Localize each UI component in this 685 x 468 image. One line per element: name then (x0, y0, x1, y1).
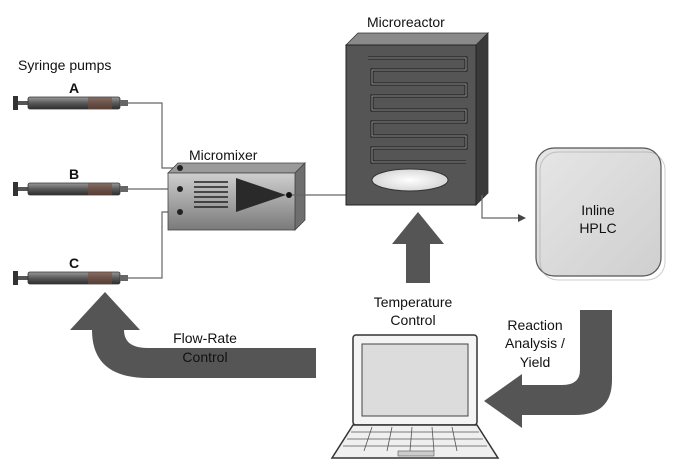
reaction-analysis-arrow (484, 310, 612, 428)
hplc-label-line2: HPLC (579, 220, 616, 236)
analysis-label-line1: Reaction (507, 317, 562, 333)
flowrate-label-line1: Flow-Rate (173, 330, 237, 346)
microreactor (345, 32, 489, 206)
flowrate-label-line2: Control (182, 349, 227, 365)
pump-a-label: A (69, 80, 79, 96)
syringe-pump-b: B (13, 166, 128, 196)
syringe-pump-a: A (13, 80, 128, 110)
microreactor-label: Microreactor (367, 14, 445, 30)
temperature-control-arrow (392, 212, 444, 283)
laptop-computer (330, 334, 500, 459)
analysis-label-line3: Yield (520, 354, 551, 370)
micromixer (167, 162, 306, 231)
temperature-label-line2: Control (390, 312, 435, 328)
inline-hplc: Inline HPLC (535, 147, 666, 281)
flow-rate-control-arrow (70, 292, 316, 378)
syringe-pumps-label: Syringe pumps (18, 57, 111, 73)
reactor-to-hplc-tube (481, 195, 520, 219)
micromixer-label: Micromixer (189, 147, 258, 163)
hplc-label-line1: Inline (581, 202, 615, 218)
analysis-label-line2: Analysis / (505, 335, 565, 351)
syringe-pump-c: C (13, 255, 128, 285)
temperature-label-line1: Temperature (374, 294, 453, 310)
pump-b-label: B (69, 166, 79, 182)
pump-c-label: C (69, 255, 79, 271)
